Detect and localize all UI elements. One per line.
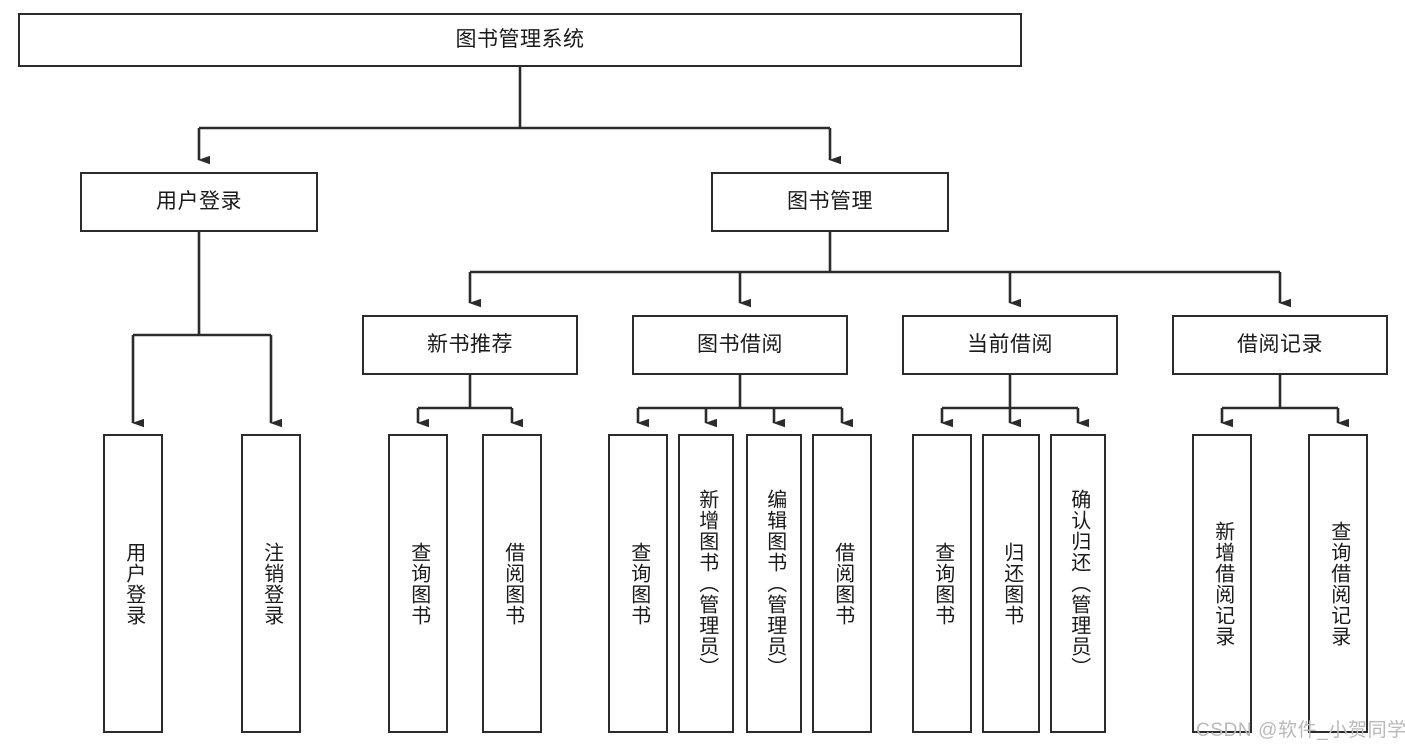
node-leaf-logout[interactable]: 注销登录 [241,434,301,733]
node-borrow-record[interactable]: 借阅记录 [1172,315,1388,375]
node-label: 用户登录 [156,190,242,214]
node-leaf-edit-book[interactable]: 编辑图书（管理员） [746,434,802,733]
node-current-borrow[interactable]: 当前借阅 [902,315,1118,375]
node-leaf-query-book-1[interactable]: 查询图书 [388,434,448,733]
node-label: 确认归还（管理员） [1067,489,1090,678]
node-leaf-query-book-2[interactable]: 查询图书 [608,434,668,733]
node-root-system[interactable]: 图书管理系统 [18,13,1022,67]
node-new-book-rec[interactable]: 新书推荐 [362,315,578,375]
node-label: 借阅图书 [501,541,524,626]
node-leaf-return-book[interactable]: 归还图书 [982,434,1040,733]
node-label: 查询图书 [931,541,954,626]
node-leaf-add-record[interactable]: 新增借阅记录 [1192,434,1252,733]
node-label: 图书管理 [787,190,873,214]
node-label: 编辑图书（管理员） [763,489,786,678]
node-label: 借阅记录 [1237,333,1323,357]
node-label: 借阅图书 [831,541,854,626]
node-label: 图书管理系统 [455,28,585,52]
node-label: 查询借阅记录 [1327,520,1350,647]
node-leaf-query-record[interactable]: 查询借阅记录 [1308,434,1368,733]
node-user-login[interactable]: 用户登录 [80,172,318,232]
node-leaf-confirm-return[interactable]: 确认归还（管理员） [1050,434,1106,733]
node-book-borrow[interactable]: 图书借阅 [632,315,848,375]
node-leaf-query-book-3[interactable]: 查询图书 [912,434,972,733]
node-book-manage[interactable]: 图书管理 [711,172,949,232]
node-label: 注销登录 [260,541,283,626]
node-label: 查询图书 [627,541,650,626]
node-label: 新书推荐 [427,333,513,357]
node-leaf-add-book[interactable]: 新增图书（管理员） [678,434,734,733]
node-label: 归还图书 [1000,541,1023,626]
node-label: 查询图书 [407,541,430,626]
node-leaf-borrow-book-2[interactable]: 借阅图书 [812,434,872,733]
node-leaf-borrow-book-1[interactable]: 借阅图书 [482,434,542,733]
node-label: 新增图书（管理员） [695,489,718,678]
node-label: 图书借阅 [697,333,783,357]
node-label: 用户登录 [122,541,145,626]
node-label: 当前借阅 [967,333,1053,357]
node-label: 新增借阅记录 [1211,520,1234,647]
node-leaf-user-login[interactable]: 用户登录 [103,434,163,733]
